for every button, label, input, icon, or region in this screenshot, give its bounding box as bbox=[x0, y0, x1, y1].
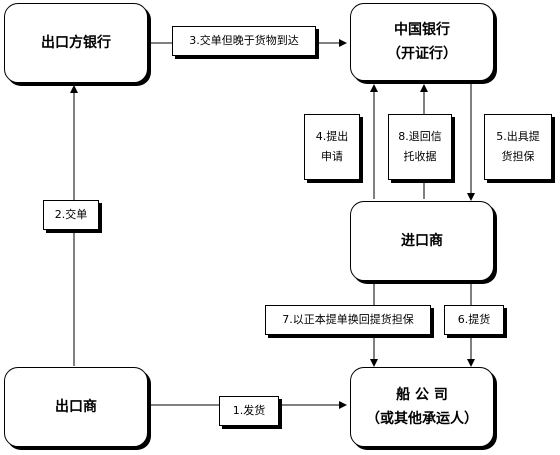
node-shipping-name: 船 公 司 bbox=[396, 387, 448, 403]
step-6-text: 6.提货 bbox=[457, 313, 491, 326]
node-shipping-alt: （或其他承运人） bbox=[366, 411, 478, 427]
step-8-text-line1: 8.退回信 bbox=[398, 130, 442, 143]
node-exporter-bank-label: 出口方银行 bbox=[41, 35, 111, 51]
step-4-text-line2: 申请 bbox=[321, 150, 343, 163]
step-8-text-line2: 托收据 bbox=[403, 150, 437, 163]
step-3-text: 3.交单但晚于货物到达 bbox=[189, 34, 299, 47]
step-5-text-line2: 货担保 bbox=[501, 150, 535, 163]
step-4-label: 4.提出 申请 bbox=[304, 114, 360, 180]
node-exporter-bank: 出口方银行 bbox=[4, 3, 148, 83]
node-shipping-company: 船 公 司 （或其他承运人） bbox=[350, 367, 494, 447]
step-3-label: 3.交单但晚于货物到达 bbox=[172, 26, 316, 56]
step-2-text: 2.交单 bbox=[54, 208, 88, 221]
node-exporter: 出口商 bbox=[4, 367, 148, 447]
node-importer-label: 进口商 bbox=[401, 233, 443, 249]
node-bank-of-china: 中国银行 （开证行） bbox=[350, 3, 494, 81]
step-6-label: 6.提货 bbox=[444, 305, 504, 335]
step-1-label: 1.发货 bbox=[219, 396, 279, 426]
step-7-text: 7.以正本提单换回提货担保 bbox=[282, 313, 414, 326]
node-boc-name: 中国银行 bbox=[394, 22, 450, 38]
step-1-text: 1.发货 bbox=[232, 404, 266, 417]
step-5-text-line1: 5.出具提 bbox=[496, 130, 540, 143]
step-7-label: 7.以正本提单换回提货担保 bbox=[265, 305, 431, 335]
node-importer: 进口商 bbox=[350, 201, 494, 281]
node-exporter-label: 出口商 bbox=[55, 399, 97, 415]
step-8-label: 8.退回信 托收据 bbox=[388, 114, 452, 180]
step-2-label: 2.交单 bbox=[43, 200, 99, 230]
node-boc-role: （开证行） bbox=[387, 46, 457, 62]
step-5-label: 5.出具提 货担保 bbox=[484, 114, 552, 180]
step-4-text-line1: 4.提出 bbox=[315, 130, 349, 143]
